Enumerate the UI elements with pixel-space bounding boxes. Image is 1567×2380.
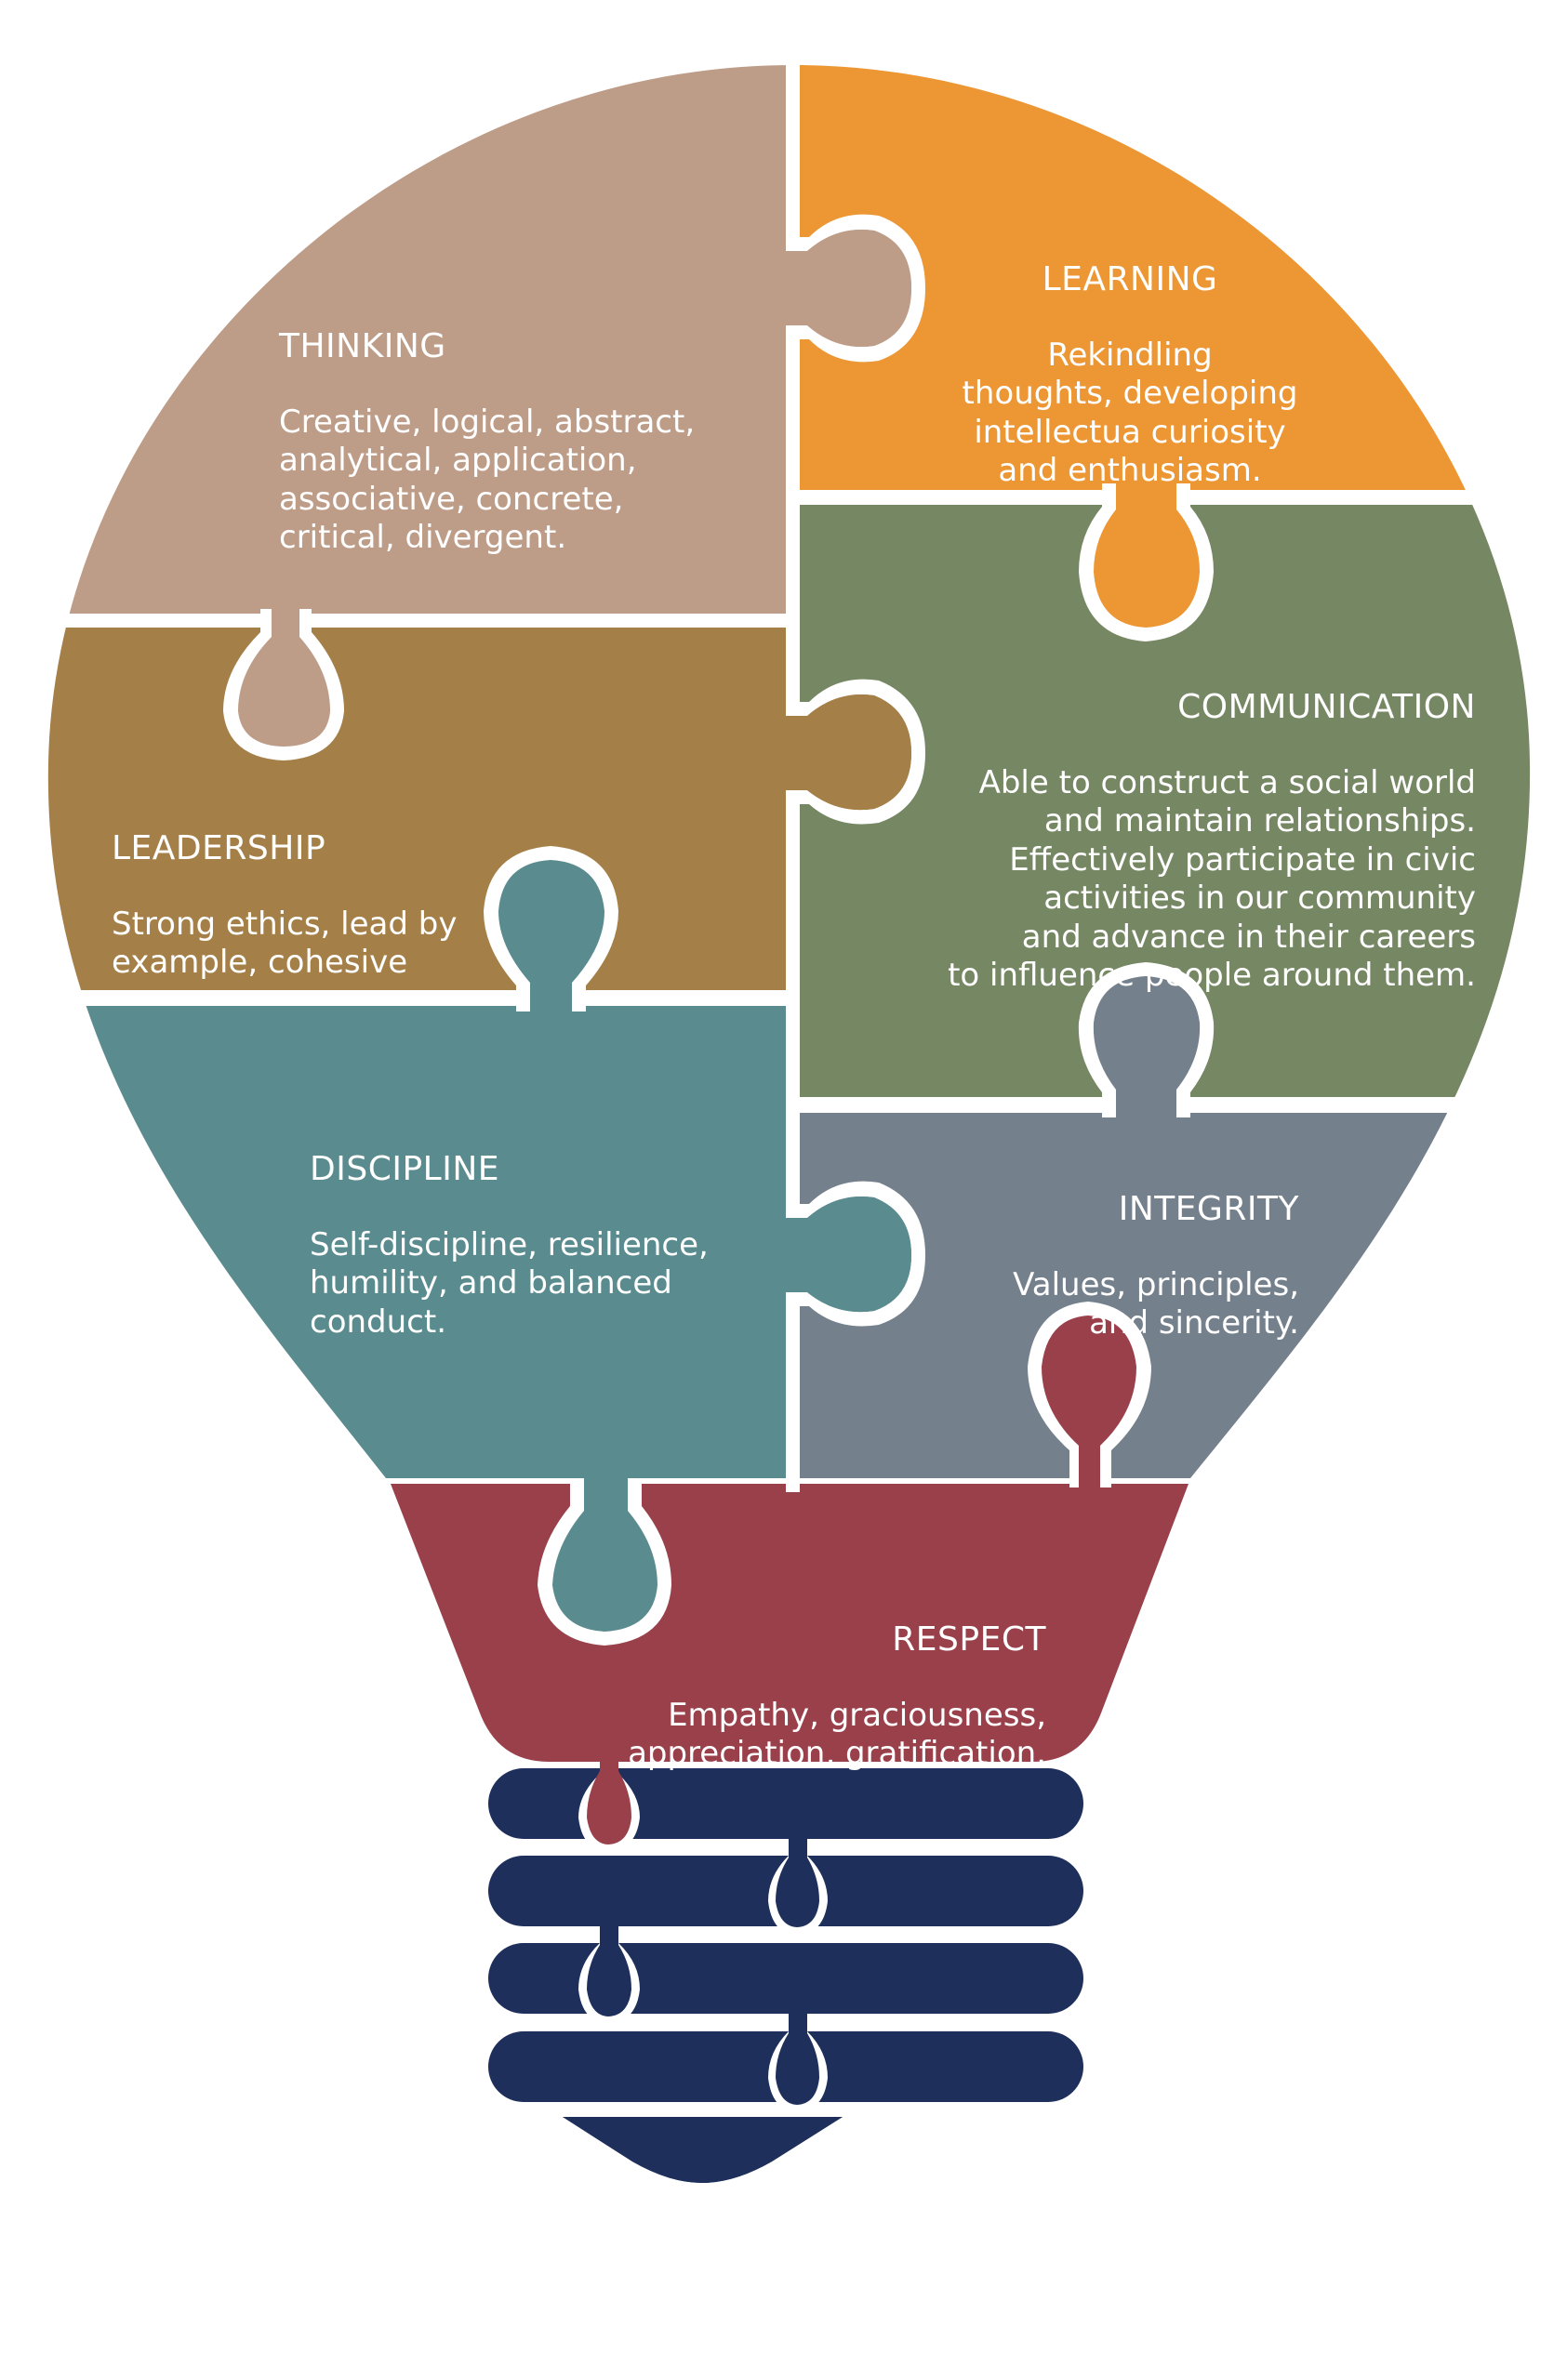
learning-description: Rekindling thoughts, developing intellec…	[962, 336, 1298, 490]
thinking-label: THINKING Creative, logical, abstract, an…	[279, 290, 695, 575]
discipline-up-knob	[484, 846, 618, 1012]
communication-title: COMMUNICATION	[1177, 688, 1476, 727]
learning-knob	[1079, 483, 1214, 641]
respect-up-knob	[1028, 1302, 1151, 1488]
bar1-knob	[768, 1837, 828, 1936]
bar2-knob	[578, 1924, 640, 2024]
respect-down-knob	[578, 1760, 640, 1852]
respect-title: RESPECT	[892, 1620, 1046, 1659]
integrity-up-knob	[1078, 962, 1215, 1117]
learning-title: LEARNING	[1042, 260, 1218, 299]
learning-label: LEARNING Rekindling thoughts, developing…	[921, 223, 1339, 509]
respect-label: RESPECT Empathy, graciousness, appreciat…	[628, 1583, 1046, 1792]
thinking-description: Creative, logical, abstract, analytical,…	[279, 403, 696, 557]
leadership-label: LEADERSHIP Strong ethics, lead by exampl…	[112, 792, 457, 1000]
discipline-knob-fill	[781, 1196, 911, 1313]
discipline-label: DISCIPLINE Self-discipline, resilience, …	[310, 1113, 709, 1360]
leadership-description: Strong ethics, lead by example, cohesive	[112, 905, 458, 982]
communication-label: COMMUNICATION Able to construct a social…	[948, 651, 1476, 1013]
bar3-knob	[768, 2012, 828, 2112]
integrity-title: INTEGRITY	[1118, 1190, 1299, 1229]
respect-description: Empathy, graciousness, appreciation, gra…	[628, 1696, 1046, 1773]
integrity-description: Values, principles, and sincerity.	[1013, 1265, 1299, 1342]
leadership-title: LEADERSHIP	[112, 829, 326, 868]
leadership-piece	[47, 628, 786, 990]
leadership-knob-fill	[781, 694, 911, 811]
thinking-knob-fill	[781, 229, 911, 348]
communication-description: Able to construct a social world and mai…	[948, 763, 1476, 995]
discipline-down-knob	[538, 1478, 671, 1646]
discipline-description: Self-discipline, resilience, humility, a…	[310, 1225, 709, 1341]
thinking-down-knob	[223, 609, 344, 760]
discipline-title: DISCIPLINE	[310, 1150, 500, 1189]
thinking-title: THINKING	[279, 327, 446, 366]
base-bar-3-body	[488, 1943, 1083, 2014]
integrity-label: INTEGRITY Values, principles, and sincer…	[1013, 1153, 1299, 1361]
bulb-base	[488, 1768, 1083, 2183]
